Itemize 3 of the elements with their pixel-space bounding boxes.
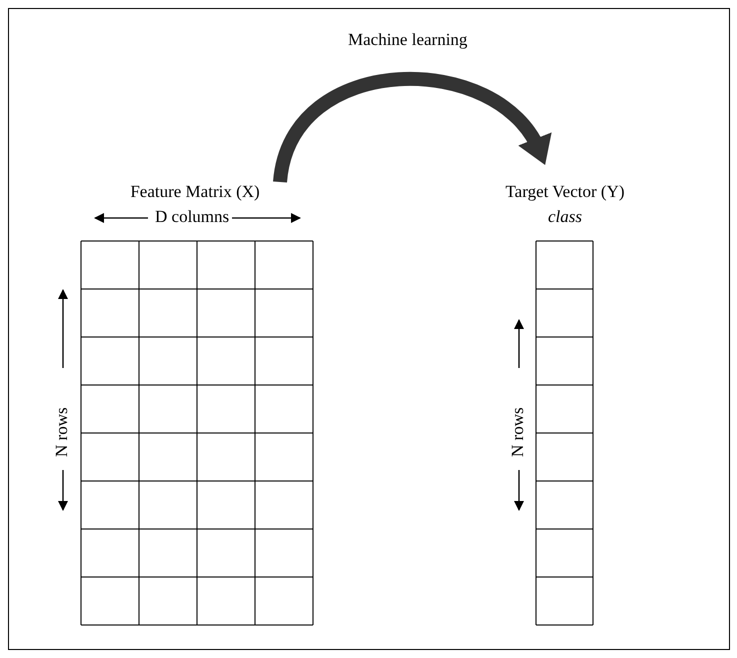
matrix-title: Target Vector (Y) xyxy=(504,182,626,202)
matrix-title: Feature Matrix (X) xyxy=(129,182,261,202)
curved-arrow xyxy=(273,72,549,184)
